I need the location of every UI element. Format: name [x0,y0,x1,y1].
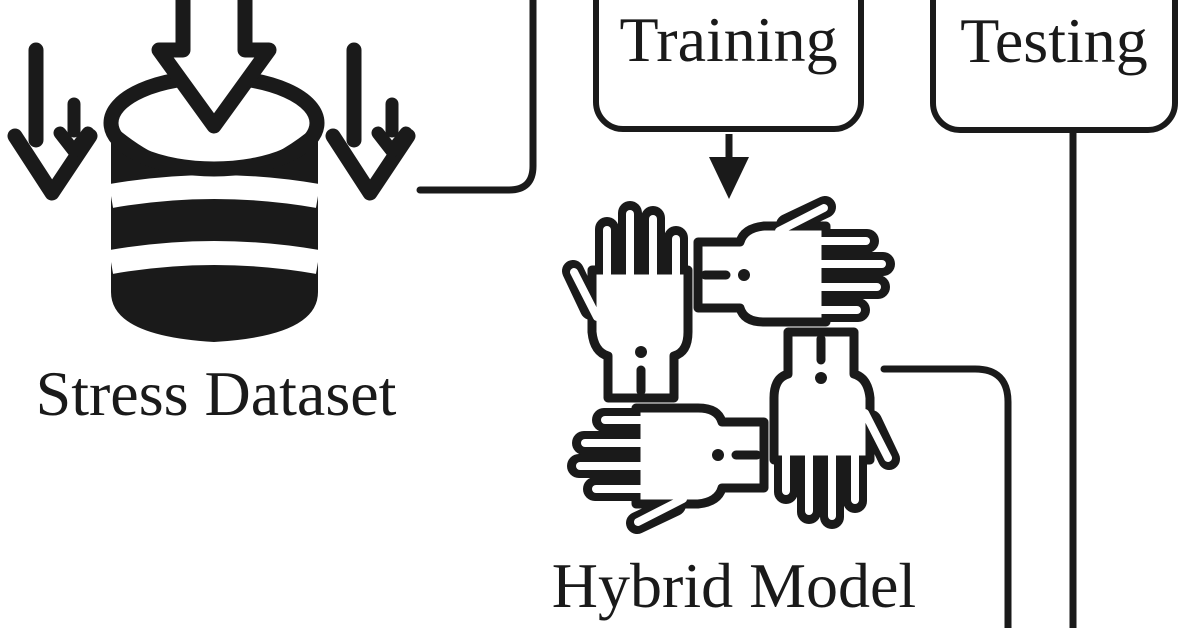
database-icon [103,0,325,342]
hands-unity-icon [573,207,889,523]
hand-left-icon [579,408,764,523]
big-inflow-arrow-icon [151,0,277,134]
hand-top-icon [573,213,688,398]
down-arrows-right-icon [333,50,408,193]
testing-label: Testing [960,4,1148,76]
hand-right-icon [698,207,883,322]
training-to-model-arrow [709,134,749,199]
down-arrows-left-icon [15,50,90,193]
hybrid-model-label: Hybrid Model [551,550,917,621]
training-box: Training [593,0,864,132]
training-label: Training [619,4,838,75]
hand-bottom-icon [774,332,889,517]
connector-top-to-dataset [416,0,537,194]
stress-dataset-label: Stress Dataset [35,358,397,429]
testing-box: Testing [930,0,1178,133]
connector-model-to-bottom [880,365,1012,628]
